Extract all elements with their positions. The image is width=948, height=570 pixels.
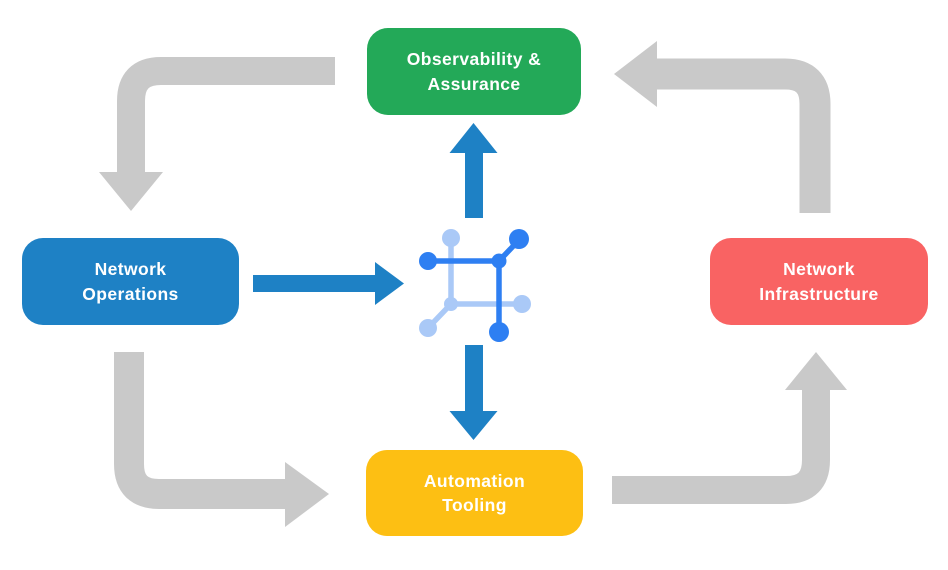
network-mesh-icon-light-layer <box>419 229 531 337</box>
arrow-observability-to-operations-head <box>99 172 163 211</box>
arrow-automation-to-infrastructure-shaft <box>612 389 830 504</box>
network-mesh-icon-dark-layer <box>419 229 529 342</box>
arrow-operations-to-automation-head <box>285 462 329 527</box>
network-mesh-icon <box>419 229 531 342</box>
node-network-operations: Network Operations <box>22 238 239 325</box>
arrow-operations-to-center <box>253 262 404 305</box>
arrow-infrastructure-to-observability-shaft <box>656 58 831 213</box>
arrow-center-to-observability-shaft <box>465 151 483 218</box>
node-infrastructure-label-line1: Network <box>783 259 855 280</box>
node-network-infrastructure: Network Infrastructure <box>710 238 928 325</box>
arrow-observability-to-operations <box>99 57 335 211</box>
node-automation-tooling: Automation Tooling <box>366 450 583 536</box>
arrow-center-to-automation-head <box>449 411 498 440</box>
arrow-operations-to-center-shaft <box>253 275 376 292</box>
node-infrastructure-label-line2: Infrastructure <box>759 283 879 304</box>
node-operations-label-line1: Network <box>94 259 167 280</box>
arrow-operations-to-center-head <box>375 262 404 305</box>
arrow-center-to-automation-shaft <box>465 345 483 412</box>
node-operations-label-line2: Operations <box>82 283 179 304</box>
arrow-infrastructure-to-observability-head <box>614 41 657 107</box>
arrow-automation-to-infrastructure <box>612 352 847 504</box>
node-automation-label-line1: Automation <box>423 470 526 491</box>
arrow-automation-to-infrastructure-head <box>785 352 847 390</box>
arrow-observability-to-operations-shaft <box>117 57 335 174</box>
arrow-center-to-observability <box>449 123 498 218</box>
node-automation-label-line2: Tooling <box>442 495 507 515</box>
arrow-operations-to-automation <box>114 352 329 527</box>
node-observability-label-line2: Assurance <box>427 73 521 94</box>
arrow-infrastructure-to-observability <box>614 41 831 213</box>
arrow-center-to-observability-head <box>449 123 498 153</box>
node-observability-label-line1: Observability & <box>406 49 542 70</box>
node-observability-assurance: Observability & Assurance <box>367 28 581 115</box>
arrow-operations-to-automation-shaft <box>114 352 286 509</box>
arrow-center-to-automation <box>449 345 498 440</box>
